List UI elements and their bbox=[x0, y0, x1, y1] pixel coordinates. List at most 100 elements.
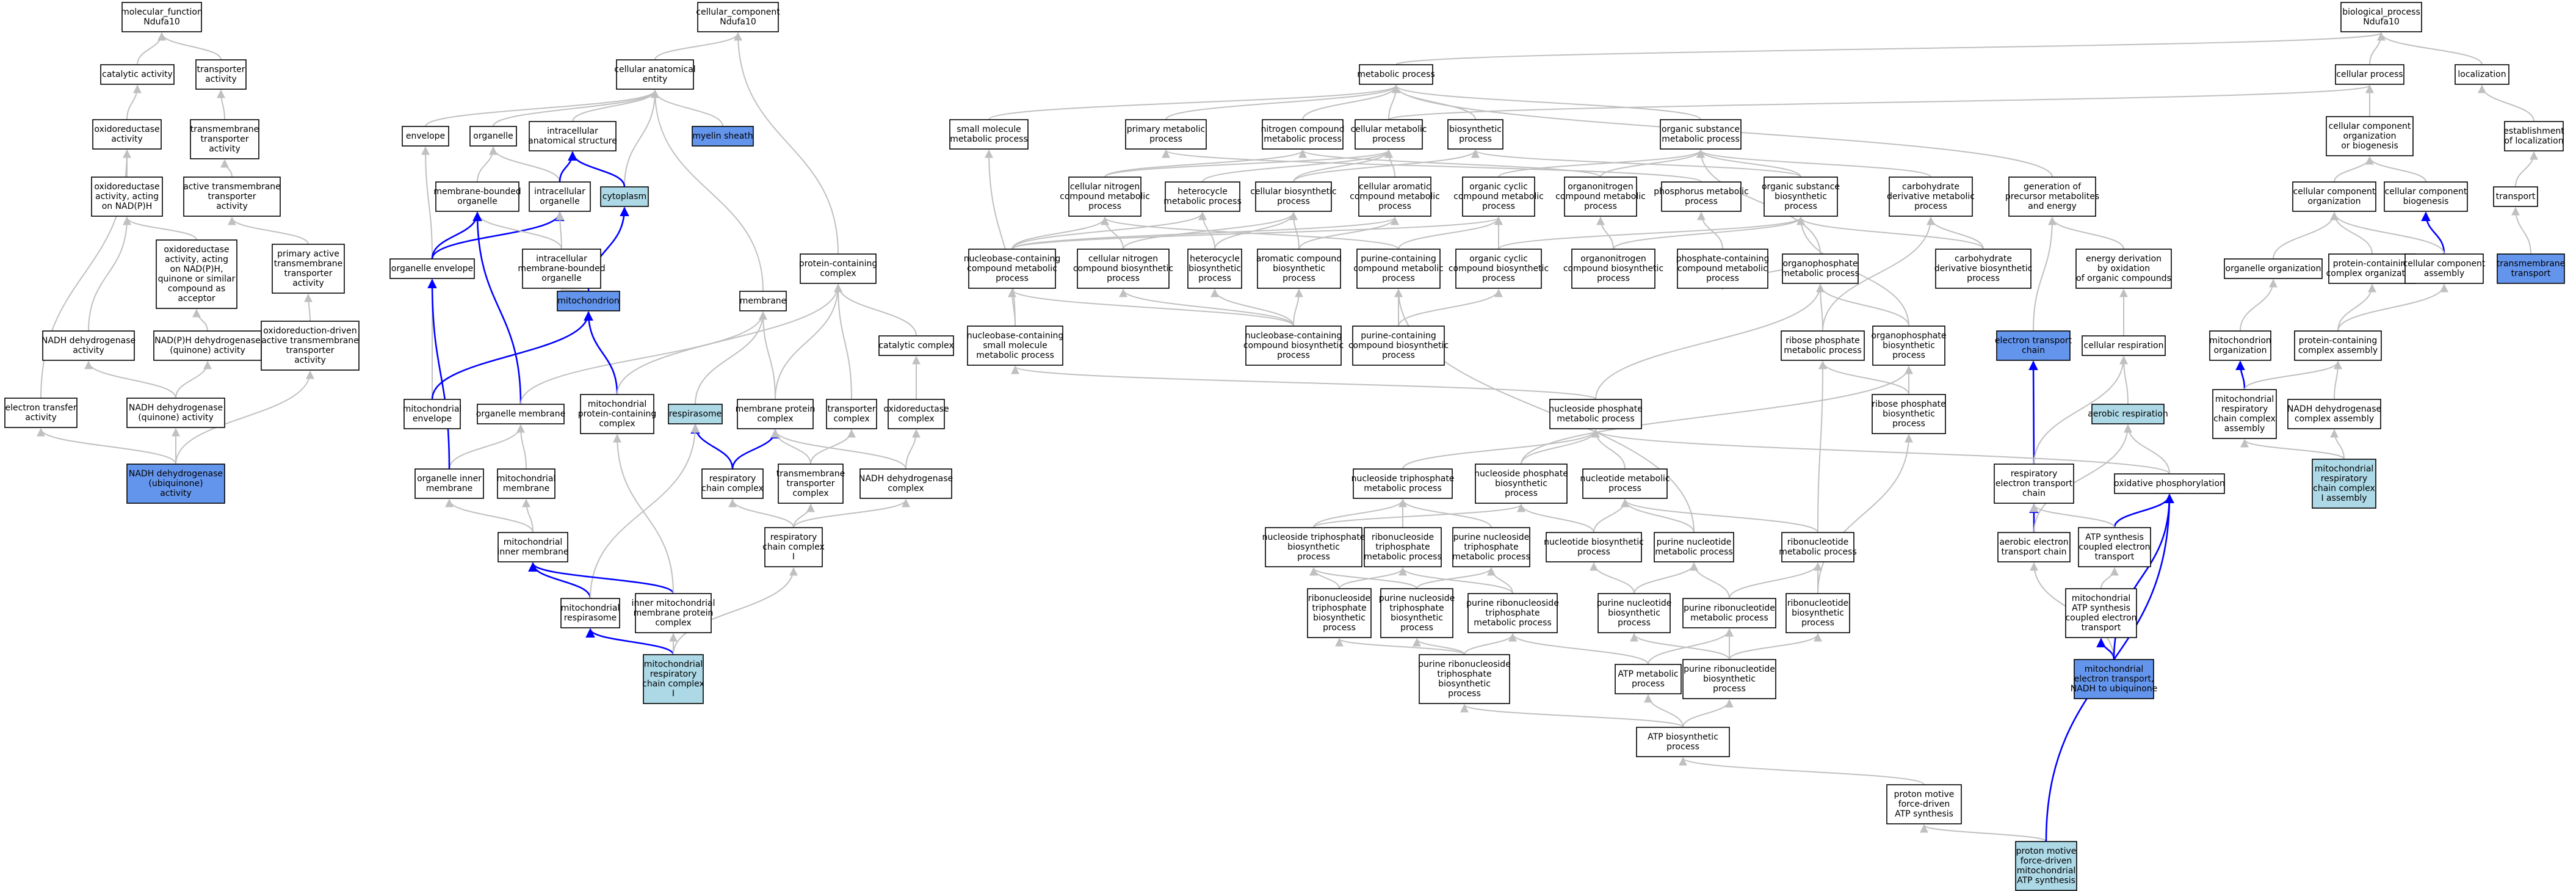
node-organelle[interactable]: organelle bbox=[469, 126, 517, 147]
node-nadh-dh-ubiq[interactable]: NADH dehydrogenase(ubiquinone)activity bbox=[126, 464, 225, 504]
node-localization[interactable]: localization bbox=[2455, 64, 2509, 85]
node-organelle-env[interactable]: organelle envelope bbox=[389, 258, 475, 279]
node-myelin[interactable]: myelin sheath bbox=[692, 126, 754, 147]
node-cytoplasm[interactable]: cytoplasm bbox=[600, 186, 649, 207]
node-cellular-process[interactable]: cellular process bbox=[2335, 64, 2404, 85]
node-aerobic-respiration[interactable]: aerobic respiration bbox=[2088, 404, 2168, 424]
node-catalytic-complex[interactable]: catalytic complex bbox=[878, 335, 954, 356]
node-org-membrane[interactable]: organelle membrane bbox=[476, 404, 565, 424]
node-oxidative-phos[interactable]: oxidative phosphorylation bbox=[2114, 473, 2225, 494]
node-membrane[interactable]: membrane bbox=[739, 291, 787, 311]
node-nucleoside-triphosphate-bio[interactable]: nucleoside triphosphatebiosyntheticproce… bbox=[1262, 527, 1366, 567]
node-purine-nucleoside-tp-bio[interactable]: purine nucleosidetriphosphatebiosyntheti… bbox=[1379, 588, 1455, 638]
node-proton-motive-mito[interactable]: proton motiveforce-drivenmitochondrialAT… bbox=[2015, 841, 2077, 891]
node-envelope[interactable]: envelope bbox=[402, 126, 449, 147]
node-organelle-org[interactable]: organelle organization bbox=[2224, 258, 2323, 279]
node-respirasome[interactable]: respirasome bbox=[668, 404, 723, 424]
node-primary-active[interactable]: primary activetransmembranetransporterac… bbox=[272, 244, 345, 294]
node-ribonucleoside-tp-bio[interactable]: ribonucleosidetriphosphatebiosyntheticpr… bbox=[1307, 588, 1372, 638]
node-transport[interactable]: transport bbox=[2493, 186, 2538, 207]
